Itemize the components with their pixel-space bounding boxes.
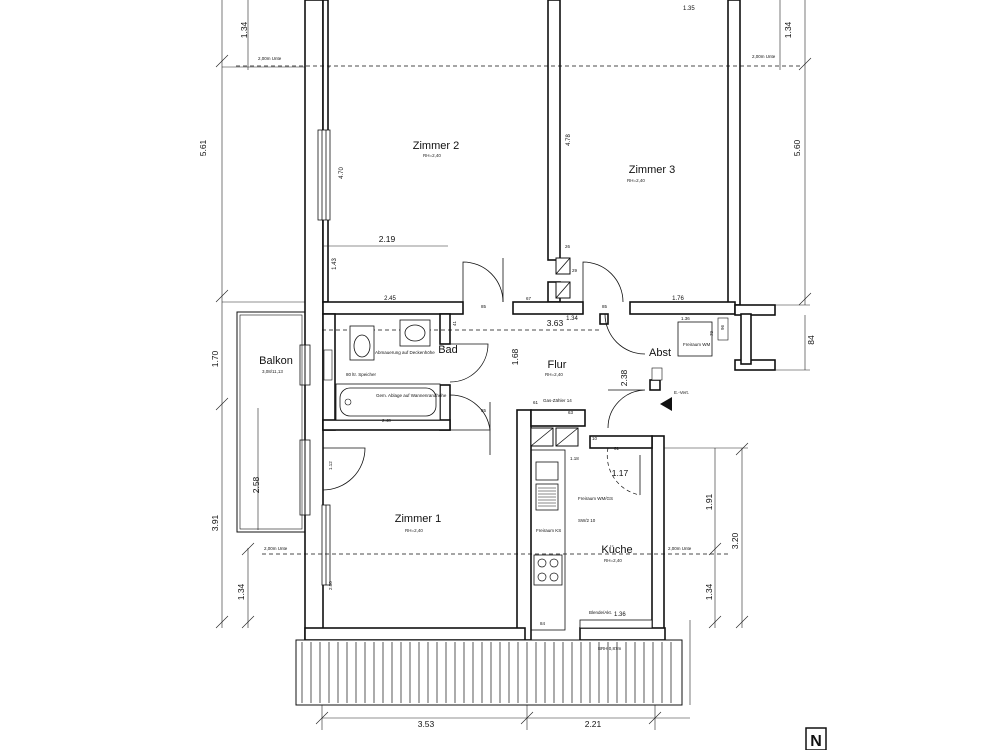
note-gaszaehler: Gas-Zähler 14: [543, 398, 572, 403]
dim-left-170: 1.70: [210, 350, 220, 367]
dim-136-kueche: 1.36: [614, 612, 626, 618]
note-unterzug-d: 2,00m Unte: [668, 546, 692, 551]
dim-136: 1.36: [681, 316, 690, 321]
dim-10: 10: [592, 436, 598, 441]
note-abmauerung: Abmauerung auf Deckenhöhe: [375, 350, 435, 355]
dim-61: 61: [533, 400, 539, 405]
room-bad: Bad: [438, 344, 458, 356]
note-sw10: SW/2 10: [578, 518, 596, 523]
bathroom-fixtures: [323, 319, 441, 421]
dim-right-191: 1.91: [704, 493, 714, 510]
dim-bottom-353: 3.53: [418, 719, 435, 729]
room-labels: Zimmer 2 RH=2,40 Zimmer 3 RH=2,40 Zimmer…: [259, 140, 675, 563]
dim-29: 29: [572, 268, 578, 273]
note-freiraum-kueche2: Freiraum WM/GS: [578, 496, 613, 501]
dim-top-left-134: 1.34: [239, 21, 249, 38]
dim-left-391: 3.91: [210, 514, 220, 531]
room-zimmer1: Zimmer 1: [395, 513, 441, 525]
dim-left-258: 2.58: [251, 476, 261, 493]
dim-238: 2.38: [619, 369, 629, 386]
dim-right-84: 84: [806, 335, 816, 345]
note-freiraum-abst: Freiraum WM: [683, 342, 710, 347]
note-41: 41: [452, 320, 457, 326]
dimension-labels: 1.34 1.34 1.35 5.61 5.60 4.70 4.78 2.19 …: [198, 6, 816, 729]
dim-right-320: 3.20: [730, 532, 740, 549]
dim-112: 1.12: [328, 461, 333, 470]
north-label: N: [810, 733, 822, 750]
room-zimmer1-sub: RH=2,40: [405, 528, 423, 533]
note-84: 84: [540, 621, 546, 626]
kitchen-fixtures: [530, 449, 566, 631]
dim-245: 2.45: [384, 296, 396, 302]
note-speicher: 80 ltr. Speicher: [346, 372, 377, 377]
storage-fixtures: [651, 317, 729, 411]
note-unterzug-b: 2,00m Unte: [752, 54, 776, 59]
walls: [304, 0, 776, 641]
note-bodenbelag: BRH 0,87m: [598, 646, 622, 651]
note-ablage: Gem. Ablage auf Wannenrandhöhe: [376, 393, 447, 398]
dim-right-560: 5.60: [792, 139, 802, 156]
dim-85c: 85: [481, 408, 487, 413]
room-kueche-sub: RH=2,40: [604, 558, 622, 563]
dim-top-right-134: 1.34: [783, 21, 793, 38]
dim-176: 1.76: [672, 296, 684, 302]
dim-67: 67: [526, 296, 532, 301]
dim-143: 1.43: [332, 258, 338, 270]
note-79: 79: [709, 330, 714, 336]
room-zimmer2-sub: RH=2,40: [423, 153, 441, 158]
room-abst: Abst: [649, 347, 671, 359]
dim-left-134b: 1.34: [236, 583, 246, 600]
room-zimmer3-sub: RH=2,40: [627, 178, 645, 183]
dim-top-135: 1.35: [683, 6, 695, 12]
dim-118: 1.18: [570, 456, 579, 461]
room-zimmer3: Zimmer 3: [629, 164, 675, 176]
note-elvert: E.-Vert.: [674, 390, 689, 395]
dim-left-561: 5.61: [198, 139, 208, 156]
dim-363: 3.63: [547, 318, 564, 328]
beam-lines: [236, 65, 800, 555]
dim-117: 1.17: [612, 468, 629, 478]
room-balkon: Balkon: [259, 355, 293, 367]
north-arrow: N: [805, 727, 827, 750]
dim-63: 63: [568, 410, 574, 415]
note-unterzug-c: 2,00m Unte: [264, 546, 288, 551]
dim-z2-470: 4.70: [339, 167, 345, 179]
note-unterzug-a: 2,00m Unte: [258, 56, 282, 61]
terrace: [295, 619, 683, 706]
dim-134-flur: 1.34: [566, 316, 578, 322]
dim-168: 1.68: [510, 348, 520, 365]
dim-bottom-221: 2.21: [585, 719, 602, 729]
dim-219: 2.19: [379, 234, 396, 244]
room-flur: Flur: [548, 359, 567, 371]
doors: [322, 258, 646, 496]
dim-200: 2.00: [328, 581, 333, 590]
note-96: 96: [720, 324, 725, 330]
note-blende: Blende/Akt.: [589, 610, 612, 615]
room-flur-sub: RH=2,40: [545, 372, 563, 377]
dim-85b: 85: [602, 304, 608, 309]
room-zimmer2: Zimmer 2: [413, 140, 459, 152]
room-kueche: Küche: [601, 544, 632, 556]
room-balkon-sub: 3,08/11,13: [262, 369, 283, 374]
dim-right-134b: 1.34: [704, 583, 714, 600]
note-freiraum-kueche: Freiraum KS: [536, 528, 561, 533]
dim-85a: 85: [481, 304, 487, 309]
dim-26: 26: [565, 244, 571, 249]
annotations: 2,00m Unte 2,00m Unte 2,00m Unte 2,00m U…: [258, 54, 776, 651]
dim-61b: 61: [614, 446, 620, 451]
balcony: [236, 311, 306, 533]
dim-z3-478: 4.78: [566, 134, 572, 146]
dim-248: 2.48: [382, 418, 391, 423]
